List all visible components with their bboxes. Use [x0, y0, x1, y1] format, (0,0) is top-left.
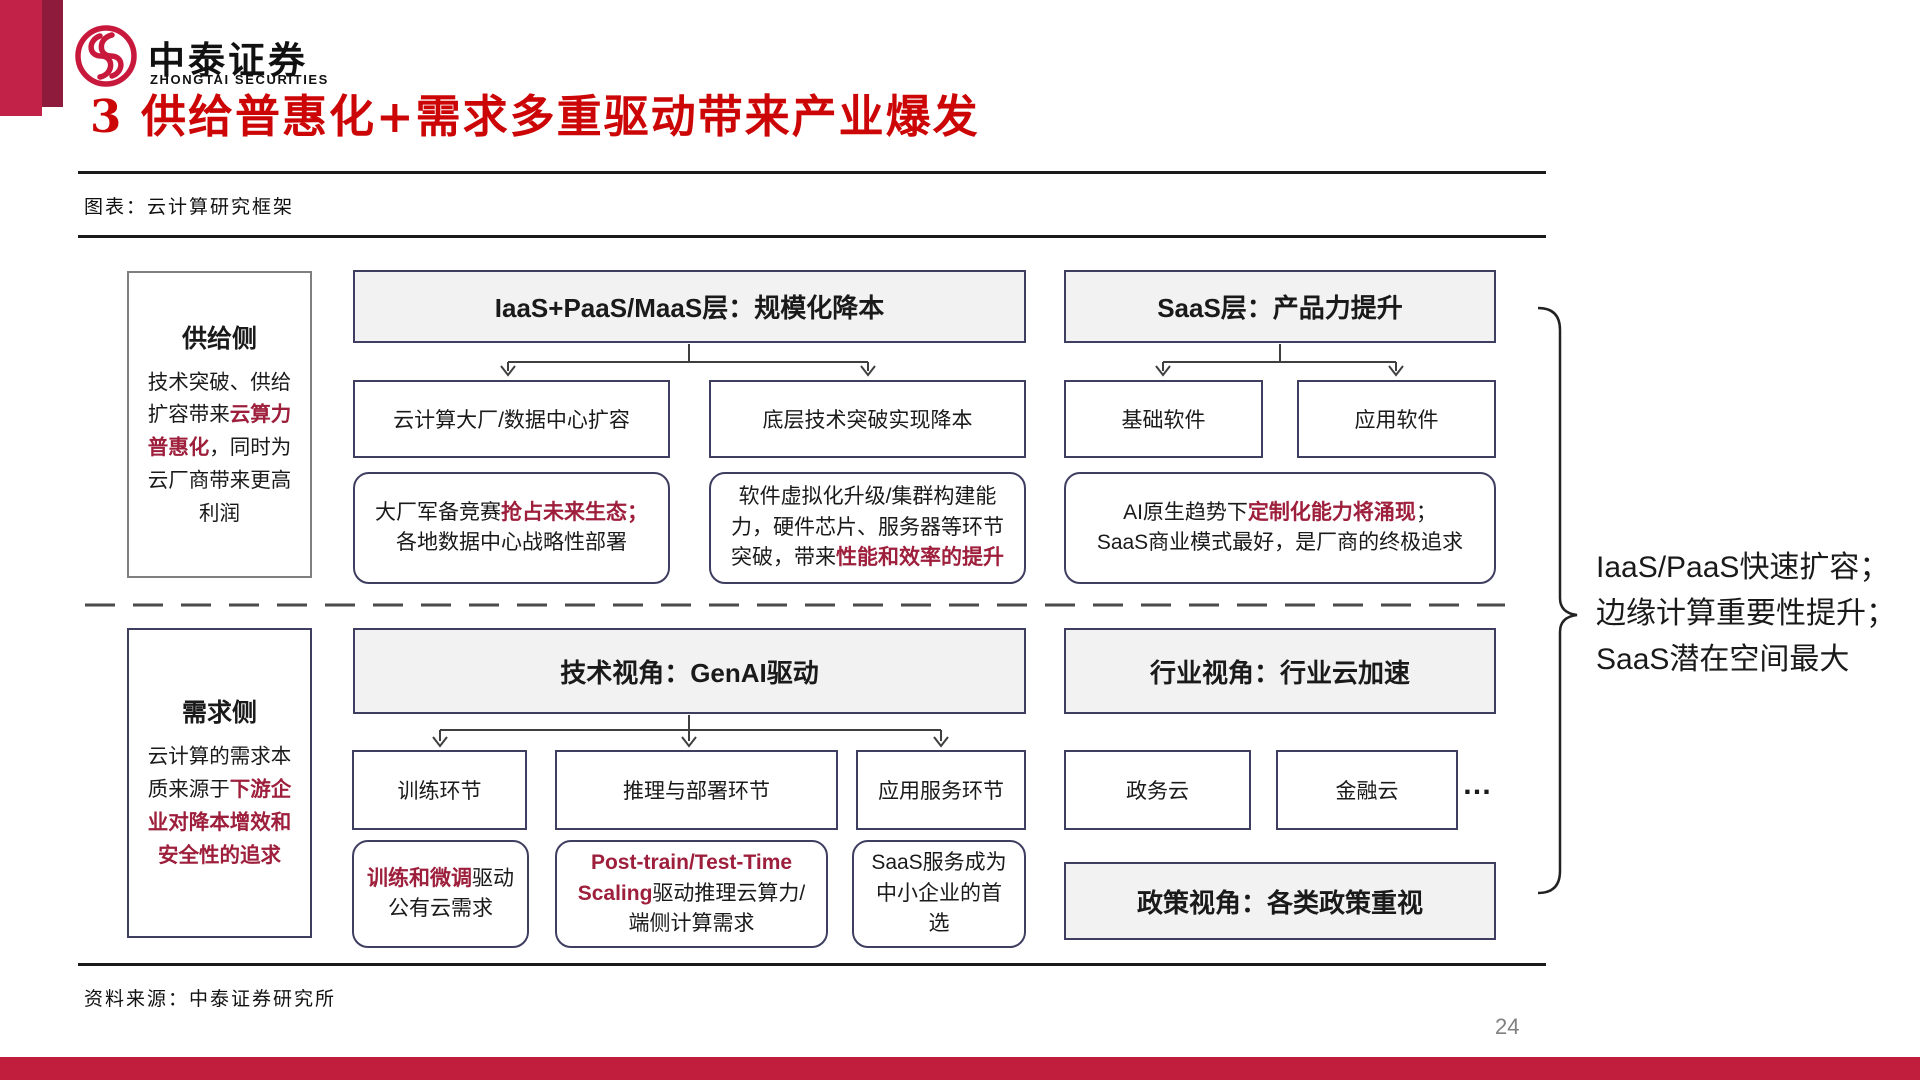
industry-header-box: 行业视角：行业云加速	[1064, 628, 1496, 714]
brand-name-en: ZHONGTAI SECURITIES	[150, 72, 329, 87]
summary-brace	[1537, 306, 1578, 895]
tech-header-box: 技术视角：GenAI驱动	[353, 628, 1026, 714]
iaas-connectors	[500, 344, 876, 377]
iaas-child-tech-box: 底层技术突破实现降本	[709, 380, 1026, 458]
iaas-detail-virtualization-box: 软件虚拟化升级/集群构建能力，硬件芯片、服务器等环节突破，带来性能和效率的提升	[709, 472, 1026, 584]
supply-side-body: 技术突破、供给扩容带来云算力普惠化，同时为云厂商带来更高利润	[147, 370, 292, 525]
saas-child-basic-box: 基础软件	[1064, 380, 1263, 458]
industry-child-finance-box: 金融云	[1276, 750, 1458, 830]
policy-header-box: 政策视角：各类政策重视	[1064, 862, 1496, 940]
supply-side-title: 供给侧	[181, 324, 257, 353]
tech-detail-saas-box: SaaS服务成为中小企业的首选	[852, 840, 1026, 948]
saas-connectors	[1155, 344, 1404, 377]
tech-detail-posttrain-box: Post-train/Test-Time Scaling驱动推理云算力/端侧计算…	[555, 840, 828, 948]
iaas-detail-race-box: 大厂军备竞赛抢占未来生态； 各地数据中心战略性部署	[353, 472, 670, 584]
brand-name-cn: 中泰证券	[148, 40, 308, 81]
saas-child-app-box: 应用软件	[1297, 380, 1496, 458]
tech-child-appservice-box: 应用服务环节	[856, 750, 1026, 830]
corner-bar-bright	[0, 0, 42, 116]
tech-child-inference-box: 推理与部署环节	[555, 750, 838, 830]
footer-red-bar	[0, 1057, 1920, 1080]
divider-bottom	[78, 963, 1546, 966]
iaas-header-box: IaaS+PaaS/MaaS层：规模化降本	[353, 270, 1026, 343]
tech-child-training-box: 训练环节	[352, 750, 527, 830]
demand-side-box: 需求侧 云计算的需求本质来源于下游企业对降本增效和安全性的追求	[127, 628, 312, 938]
page-title: 3 供给普惠化+需求多重驱动带来产业爆发	[90, 90, 980, 143]
supply-side-box: 供给侧 技术突破、供给扩容带来云算力普惠化，同时为云厂商带来更高利润	[127, 271, 312, 578]
industry-more-ellipsis: …	[1462, 768, 1492, 801]
corner-bar-dark	[42, 0, 63, 107]
saas-detail-box: AI原生趋势下定制化能力将涌现； SaaS商业模式最好，是厂商的终极追求	[1064, 472, 1496, 584]
divider-top	[78, 171, 1546, 174]
figure-label: 图表：云计算研究框架	[84, 196, 295, 218]
divider-figure	[78, 235, 1546, 238]
saas-header-box: SaaS层：产品力提升	[1064, 270, 1496, 343]
source-label: 资料来源：中泰证券研究所	[84, 988, 337, 1010]
iaas-child-datacenter-box: 云计算大厂/数据中心扩容	[353, 380, 670, 458]
page-number: 24	[1495, 1014, 1520, 1039]
industry-child-gov-box: 政务云	[1064, 750, 1251, 830]
demand-side-body: 云计算的需求本质来源于下游企业对降本增效和安全性的追求	[147, 745, 292, 867]
zhongtai-logo-icon	[75, 25, 137, 87]
demand-side-title: 需求侧	[181, 699, 257, 728]
tech-detail-training-box: 训练和微调驱动公有云需求	[352, 840, 529, 948]
summary-annotation: IaaS/PaaS快速扩容； 边缘计算重要性提升； SaaS潜在空间最大	[1596, 551, 1896, 676]
genai-connectors	[432, 715, 949, 748]
